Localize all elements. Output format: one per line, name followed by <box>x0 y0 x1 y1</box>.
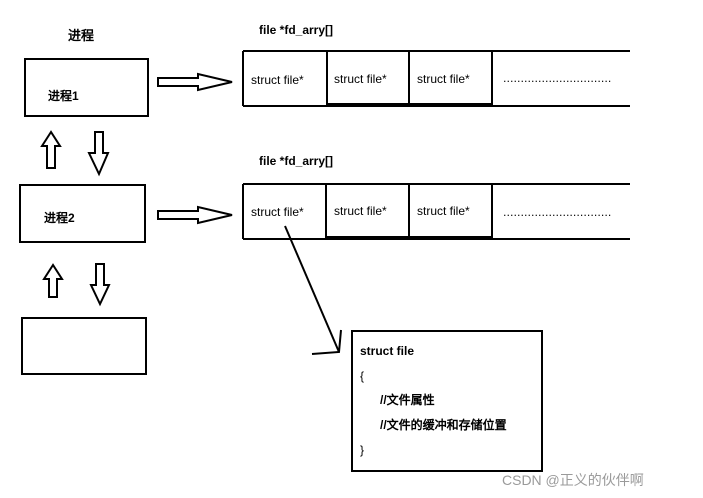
up-arrow-icon <box>42 263 64 298</box>
fd-array-top-cell-text: struct file* <box>251 73 304 87</box>
down-arrow-icon <box>89 263 111 307</box>
struct-file-line: //文件属性 <box>380 392 435 407</box>
down-arrow-icon <box>87 131 110 177</box>
fd-array-bottom-cell-text: struct file* <box>417 204 470 218</box>
process-3-box <box>21 317 147 375</box>
process-2-box <box>19 184 146 243</box>
up-arrow-icon <box>40 130 62 169</box>
struct-file-open-brace: { <box>360 369 364 383</box>
fd-array-bottom-cell <box>408 183 493 238</box>
process-2-label: 进程2 <box>44 210 75 225</box>
fd-array-bottom-cell-text: struct file* <box>334 204 387 218</box>
process-1-label: 进程1 <box>48 88 79 103</box>
fd-array-top-cell-text: struct file* <box>417 72 470 86</box>
fd-array-top-ellipsis: ............................... <box>503 72 611 85</box>
fd-array-top-cell <box>408 50 493 105</box>
struct-file-box <box>351 330 543 472</box>
fd-array-bottom-ellipsis: ............................... <box>503 206 611 219</box>
right-arrow-icon <box>157 72 233 92</box>
processes-title: 进程 <box>68 28 94 43</box>
right-arrow-icon <box>157 205 233 225</box>
fd-array-top-cell-text: struct file* <box>334 72 387 86</box>
fd-array-top-label: file *fd_arry[] <box>259 23 333 37</box>
process-1-box <box>24 58 149 117</box>
struct-file-close-brace: } <box>360 443 364 457</box>
pointer-line <box>284 225 340 353</box>
fd-array-bottom-cell-text: struct file* <box>251 205 304 219</box>
watermark: CSDN @正义的伙伴啊 <box>502 472 644 488</box>
pointer-arrowhead-icon <box>311 329 342 355</box>
fd-array-bottom-label: file *fd_arry[] <box>259 154 333 168</box>
struct-file-line: //文件的缓冲和存储位置 <box>380 417 507 432</box>
struct-file-title: struct file <box>360 344 414 358</box>
